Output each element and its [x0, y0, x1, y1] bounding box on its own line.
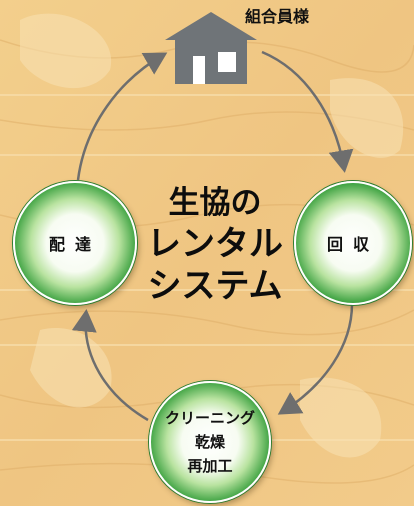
- cleaning-label-line1: クリーニング: [164, 409, 255, 427]
- diagram-title: 生協の レンタル システム: [140, 183, 290, 307]
- member-label: 組合員様: [245, 7, 310, 26]
- collection-label: 回収: [326, 235, 379, 254]
- collection-node: 回収: [294, 181, 412, 305]
- delivery-label: 配達: [48, 235, 101, 254]
- house-icon: [165, 12, 257, 84]
- title-line3: システム: [147, 266, 283, 306]
- cleaning-label-line2: 乾燥: [194, 433, 225, 451]
- title-line2: レンタル: [147, 224, 283, 264]
- title-line1: 生協の: [168, 185, 262, 221]
- delivery-node: 配達: [13, 181, 137, 305]
- cleaning-label-line3: 再加工: [187, 457, 233, 475]
- cleaning-node: クリーニング 乾燥 再加工: [149, 381, 271, 503]
